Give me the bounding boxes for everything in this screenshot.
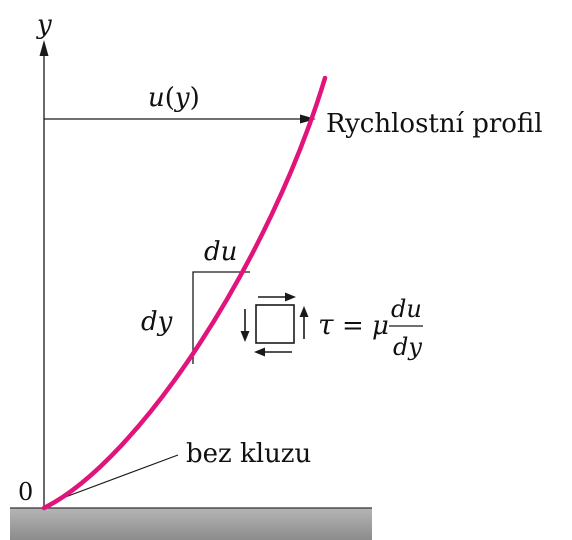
du-label: du bbox=[204, 237, 237, 267]
wall bbox=[10, 508, 372, 540]
velocity-label: u(y) bbox=[148, 83, 200, 113]
formula-tau: τ bbox=[318, 308, 334, 341]
velocity-label-u: u bbox=[148, 83, 165, 113]
y-axis-label: y bbox=[36, 10, 52, 40]
velocity-profile-curve bbox=[41, 75, 328, 511]
velocity-label-y: y bbox=[174, 83, 190, 113]
shear-arrowhead-bottom bbox=[254, 347, 265, 357]
formula-equals-mu: = μ bbox=[342, 311, 389, 341]
shear-arrowhead-right bbox=[299, 306, 309, 317]
origin-label: 0 bbox=[18, 478, 33, 506]
shear-arrowhead-top bbox=[285, 292, 296, 302]
no-slip-leader-line bbox=[51, 454, 179, 503]
shear-arrowhead-left bbox=[240, 331, 250, 342]
shear-element bbox=[240, 292, 309, 357]
no-slip-label: bez kluzu bbox=[186, 439, 311, 469]
velocity-label-open: ( bbox=[165, 83, 175, 113]
profile-label: Rychlostní profil bbox=[326, 109, 543, 139]
shear-element-square bbox=[255, 304, 295, 344]
dy-label: dy bbox=[141, 307, 173, 337]
velocity-label-close: ) bbox=[190, 83, 200, 113]
du-dy-bracket bbox=[192, 271, 250, 364]
formula-denominator: dy bbox=[393, 333, 422, 361]
y-axis-arrowhead bbox=[39, 40, 49, 56]
velocity-arrowhead bbox=[300, 114, 316, 124]
formula-numerator: du bbox=[391, 295, 422, 323]
